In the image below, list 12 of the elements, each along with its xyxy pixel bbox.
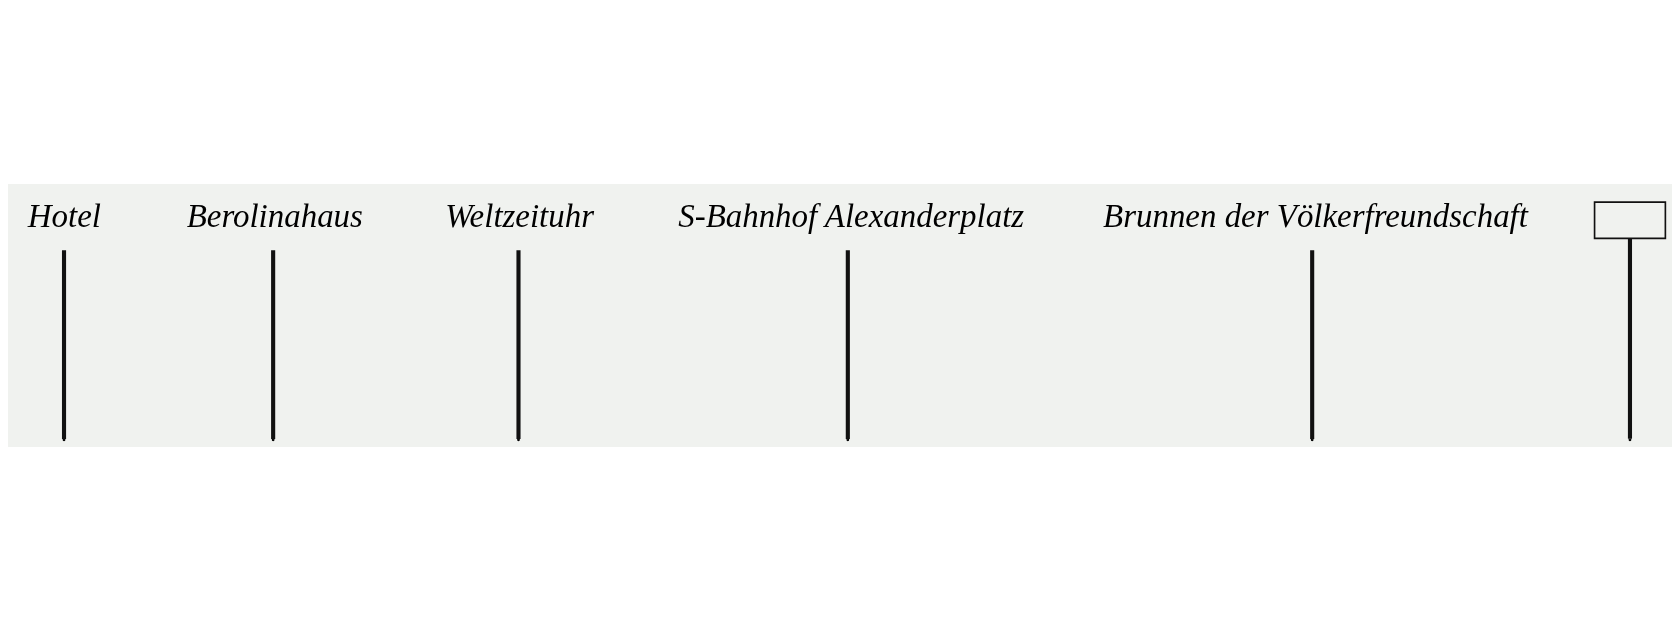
node-text: Weltzeituhr <box>445 197 594 234</box>
connector <box>516 249 521 439</box>
connector <box>271 249 276 439</box>
connector <box>845 249 850 439</box>
node-box <box>1593 200 1667 239</box>
connector <box>61 249 67 439</box>
node-text: Brunnen der Völkerfreundschaft <box>1103 197 1528 234</box>
connector <box>1310 249 1315 439</box>
node-text: Hotel <box>27 197 101 234</box>
connector <box>1627 238 1633 439</box>
node-text: S-Bahnhof Alexanderplatz <box>678 197 1025 234</box>
node-text: Berolinahaus <box>186 197 363 234</box>
